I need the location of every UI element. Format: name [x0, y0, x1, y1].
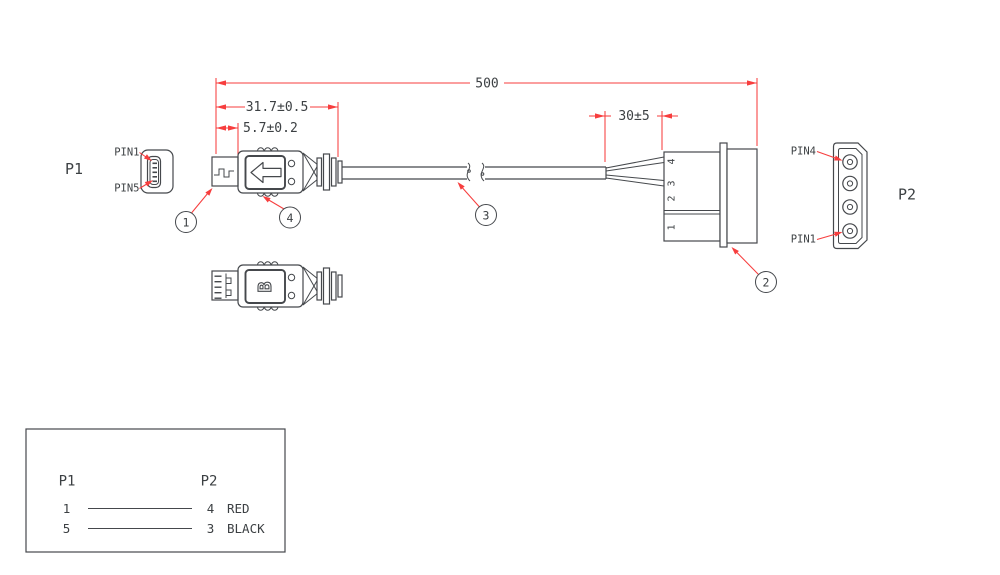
usb-body-grip-bottom — [257, 192, 279, 197]
p2-pins — [842, 154, 858, 239]
balloon-2-number: 2 — [763, 276, 770, 290]
balloon-1-number: 1 — [183, 216, 190, 230]
strip-length-text: 30±5 — [618, 109, 649, 124]
usb-bottom-grip-bottom — [257, 306, 279, 311]
cable-break-symbol — [466, 162, 485, 182]
p2-label: P2 — [898, 186, 916, 204]
p2-pin1-label: PIN1 — [791, 234, 816, 246]
wiring-table: P1 P2 1 4 RED 5 3 BLACK — [25, 428, 286, 553]
dimension-connector-length: 31.7±0.5 — [216, 100, 339, 157]
p1-face-view: P1 PIN1 PIN5 — [65, 147, 174, 195]
usb-logo-box — [244, 155, 286, 190]
usb-connector-side-view — [211, 147, 343, 197]
p1-shell-inner — [149, 159, 159, 185]
p2-inner-outline — [838, 148, 863, 244]
usb-body-grip-top — [257, 147, 279, 152]
usb-bottom-strain-relief — [316, 267, 343, 305]
p2-outer-outline — [832, 142, 868, 250]
balloon-3-cable: 3 — [457, 182, 497, 226]
overall-length-text: 500 — [475, 77, 498, 92]
p2-face-view: PIN4 PIN1 P2 — [791, 142, 916, 250]
usb-taper — [302, 152, 319, 192]
wiring-row-black-color: BLACK — [227, 521, 265, 536]
p1-label: P1 — [65, 160, 83, 178]
usb-bottom-grip-top — [257, 261, 279, 266]
p1-shell-outline — [146, 155, 162, 189]
balloon-2-molex: 2 — [731, 247, 777, 293]
usb-body-dot-bottom — [287, 177, 296, 186]
p1-pin5-label: PIN5 — [114, 183, 139, 195]
wiring-table-p2-header: P2 — [201, 474, 218, 490]
left-arrow-icon — [250, 161, 282, 184]
usb-bottom-tip-contacts — [214, 273, 232, 299]
dimension-strip-length: 30±5 — [589, 109, 678, 162]
molex-connector-side-view: 4 3 2 1 — [663, 142, 758, 248]
wiring-table-p1-header: P1 — [59, 474, 76, 490]
cable — [342, 156, 665, 187]
molex-pos-1: 1 — [667, 224, 678, 230]
wiring-row-black-to: 3 — [207, 521, 215, 536]
connector-length-text: 31.7±0.5 — [246, 100, 309, 115]
molex-body — [726, 148, 758, 244]
wiring-table-border — [25, 428, 286, 553]
balloon-1-usb-tip: 1 — [175, 188, 213, 233]
usb-connector-bottom-view: B — [211, 261, 343, 311]
wiring-row-red: 1 4 RED — [63, 501, 250, 516]
balloon-4-number: 4 — [287, 211, 294, 225]
p1-overmold-outline — [140, 149, 174, 194]
balloon-3-number: 3 — [483, 209, 490, 223]
usb-tip-notch — [214, 168, 234, 178]
usb-bottom-dot-top — [287, 273, 296, 282]
usb-bottom-tip — [211, 270, 239, 301]
tip-length-text: 5.7±0.2 — [243, 121, 298, 136]
stripped-wires — [605, 156, 665, 187]
usb-strain-relief — [316, 153, 343, 191]
wiring-row-black: 5 3 BLACK — [63, 521, 265, 536]
usb-body-dot-top — [287, 159, 296, 168]
usb-b-marking: B — [255, 281, 276, 292]
p1-contacts — [152, 162, 157, 183]
wiring-row-red-to: 4 — [207, 501, 215, 516]
usb-bottom-dot-bottom — [287, 291, 296, 300]
wiring-row-red-from: 1 — [63, 501, 71, 516]
wiring-row-red-color: RED — [227, 501, 250, 516]
p2-pin4-label: PIN4 — [791, 146, 816, 158]
usb-marking-box — [244, 269, 286, 304]
molex-pos-4: 4 — [667, 158, 678, 164]
molex-pos-2: 2 — [667, 195, 678, 201]
wiring-row-black-from: 5 — [63, 521, 71, 536]
usb-bottom-taper — [302, 266, 319, 306]
p1-pin1-label: PIN1 — [114, 147, 139, 159]
usb-body — [237, 150, 304, 194]
dimension-overall-500: 500 — [215, 77, 758, 154]
balloon-4-usb-body: 4 — [262, 196, 301, 229]
usb-metal-tip — [211, 156, 239, 187]
molex-flange — [719, 142, 728, 248]
molex-pos-3: 3 — [667, 180, 678, 186]
dimension-tip-length: 5.7±0.2 — [216, 121, 298, 156]
